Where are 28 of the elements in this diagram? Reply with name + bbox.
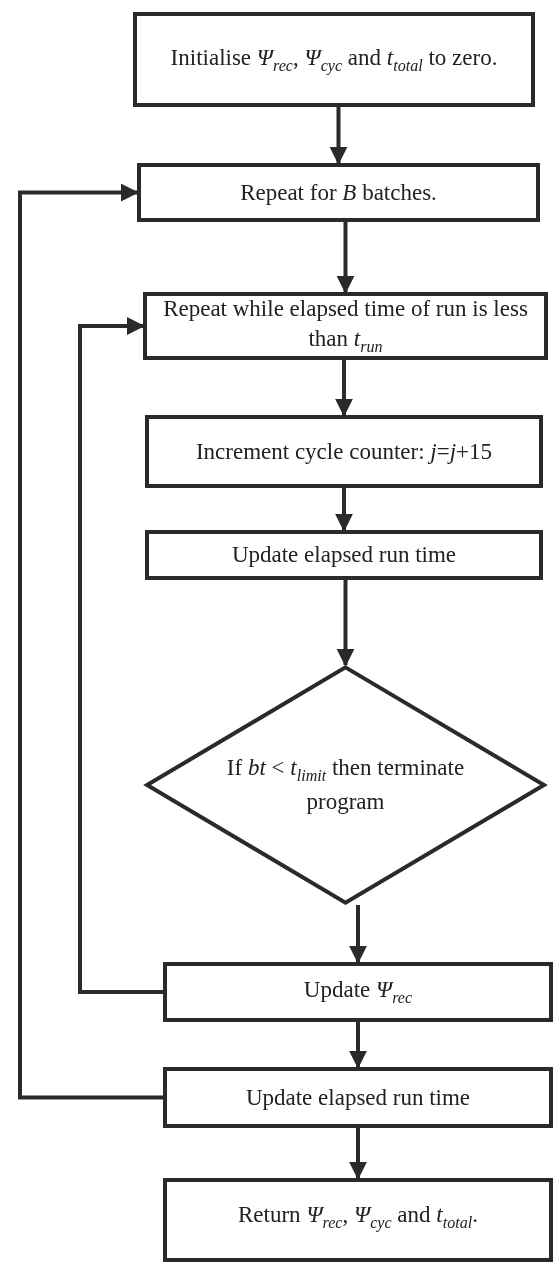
node-text: Update elapsed run time <box>244 1083 472 1112</box>
node-text: Return Ψ$_{rec}$, Ψ$_{cyc}$ and t$_{total}$. <box>237 1201 479 1234</box>
process-box <box>163 1067 553 1128</box>
arrow <box>349 905 367 964</box>
arrow <box>349 1022 367 1069</box>
process-box <box>163 962 553 1022</box>
node-text: Increment cycle counter: j=j+15 <box>194 437 494 466</box>
node-text: Update elapsed run time <box>230 541 458 570</box>
arrow <box>335 488 353 532</box>
process-box <box>145 415 543 488</box>
decision-diamond <box>143 665 548 905</box>
arrow <box>336 222 355 294</box>
process-box <box>143 292 548 360</box>
node-text: Update Ψ$_{rec}$ <box>302 976 414 1008</box>
node-text: Repeat for B batches. <box>239 178 438 207</box>
arrow <box>18 183 163 1100</box>
arrow <box>78 317 163 994</box>
node-text: Initialise Ψ$_{rec}$, Ψ$_{cyc}$ and t$_{total}$ to zero. <box>169 43 499 77</box>
arrow <box>349 1128 367 1180</box>
arrow <box>335 360 353 417</box>
node-text: If bt < t$_{limit}$ then terminate program <box>225 754 466 816</box>
process-box <box>137 163 540 222</box>
arrow <box>336 580 355 667</box>
process-box <box>133 12 535 107</box>
node-text: Repeat while elapsed time of run is less than t$_{run}$ <box>162 295 529 357</box>
process-box <box>145 530 543 580</box>
arrow <box>329 107 348 165</box>
process-box <box>163 1178 553 1262</box>
